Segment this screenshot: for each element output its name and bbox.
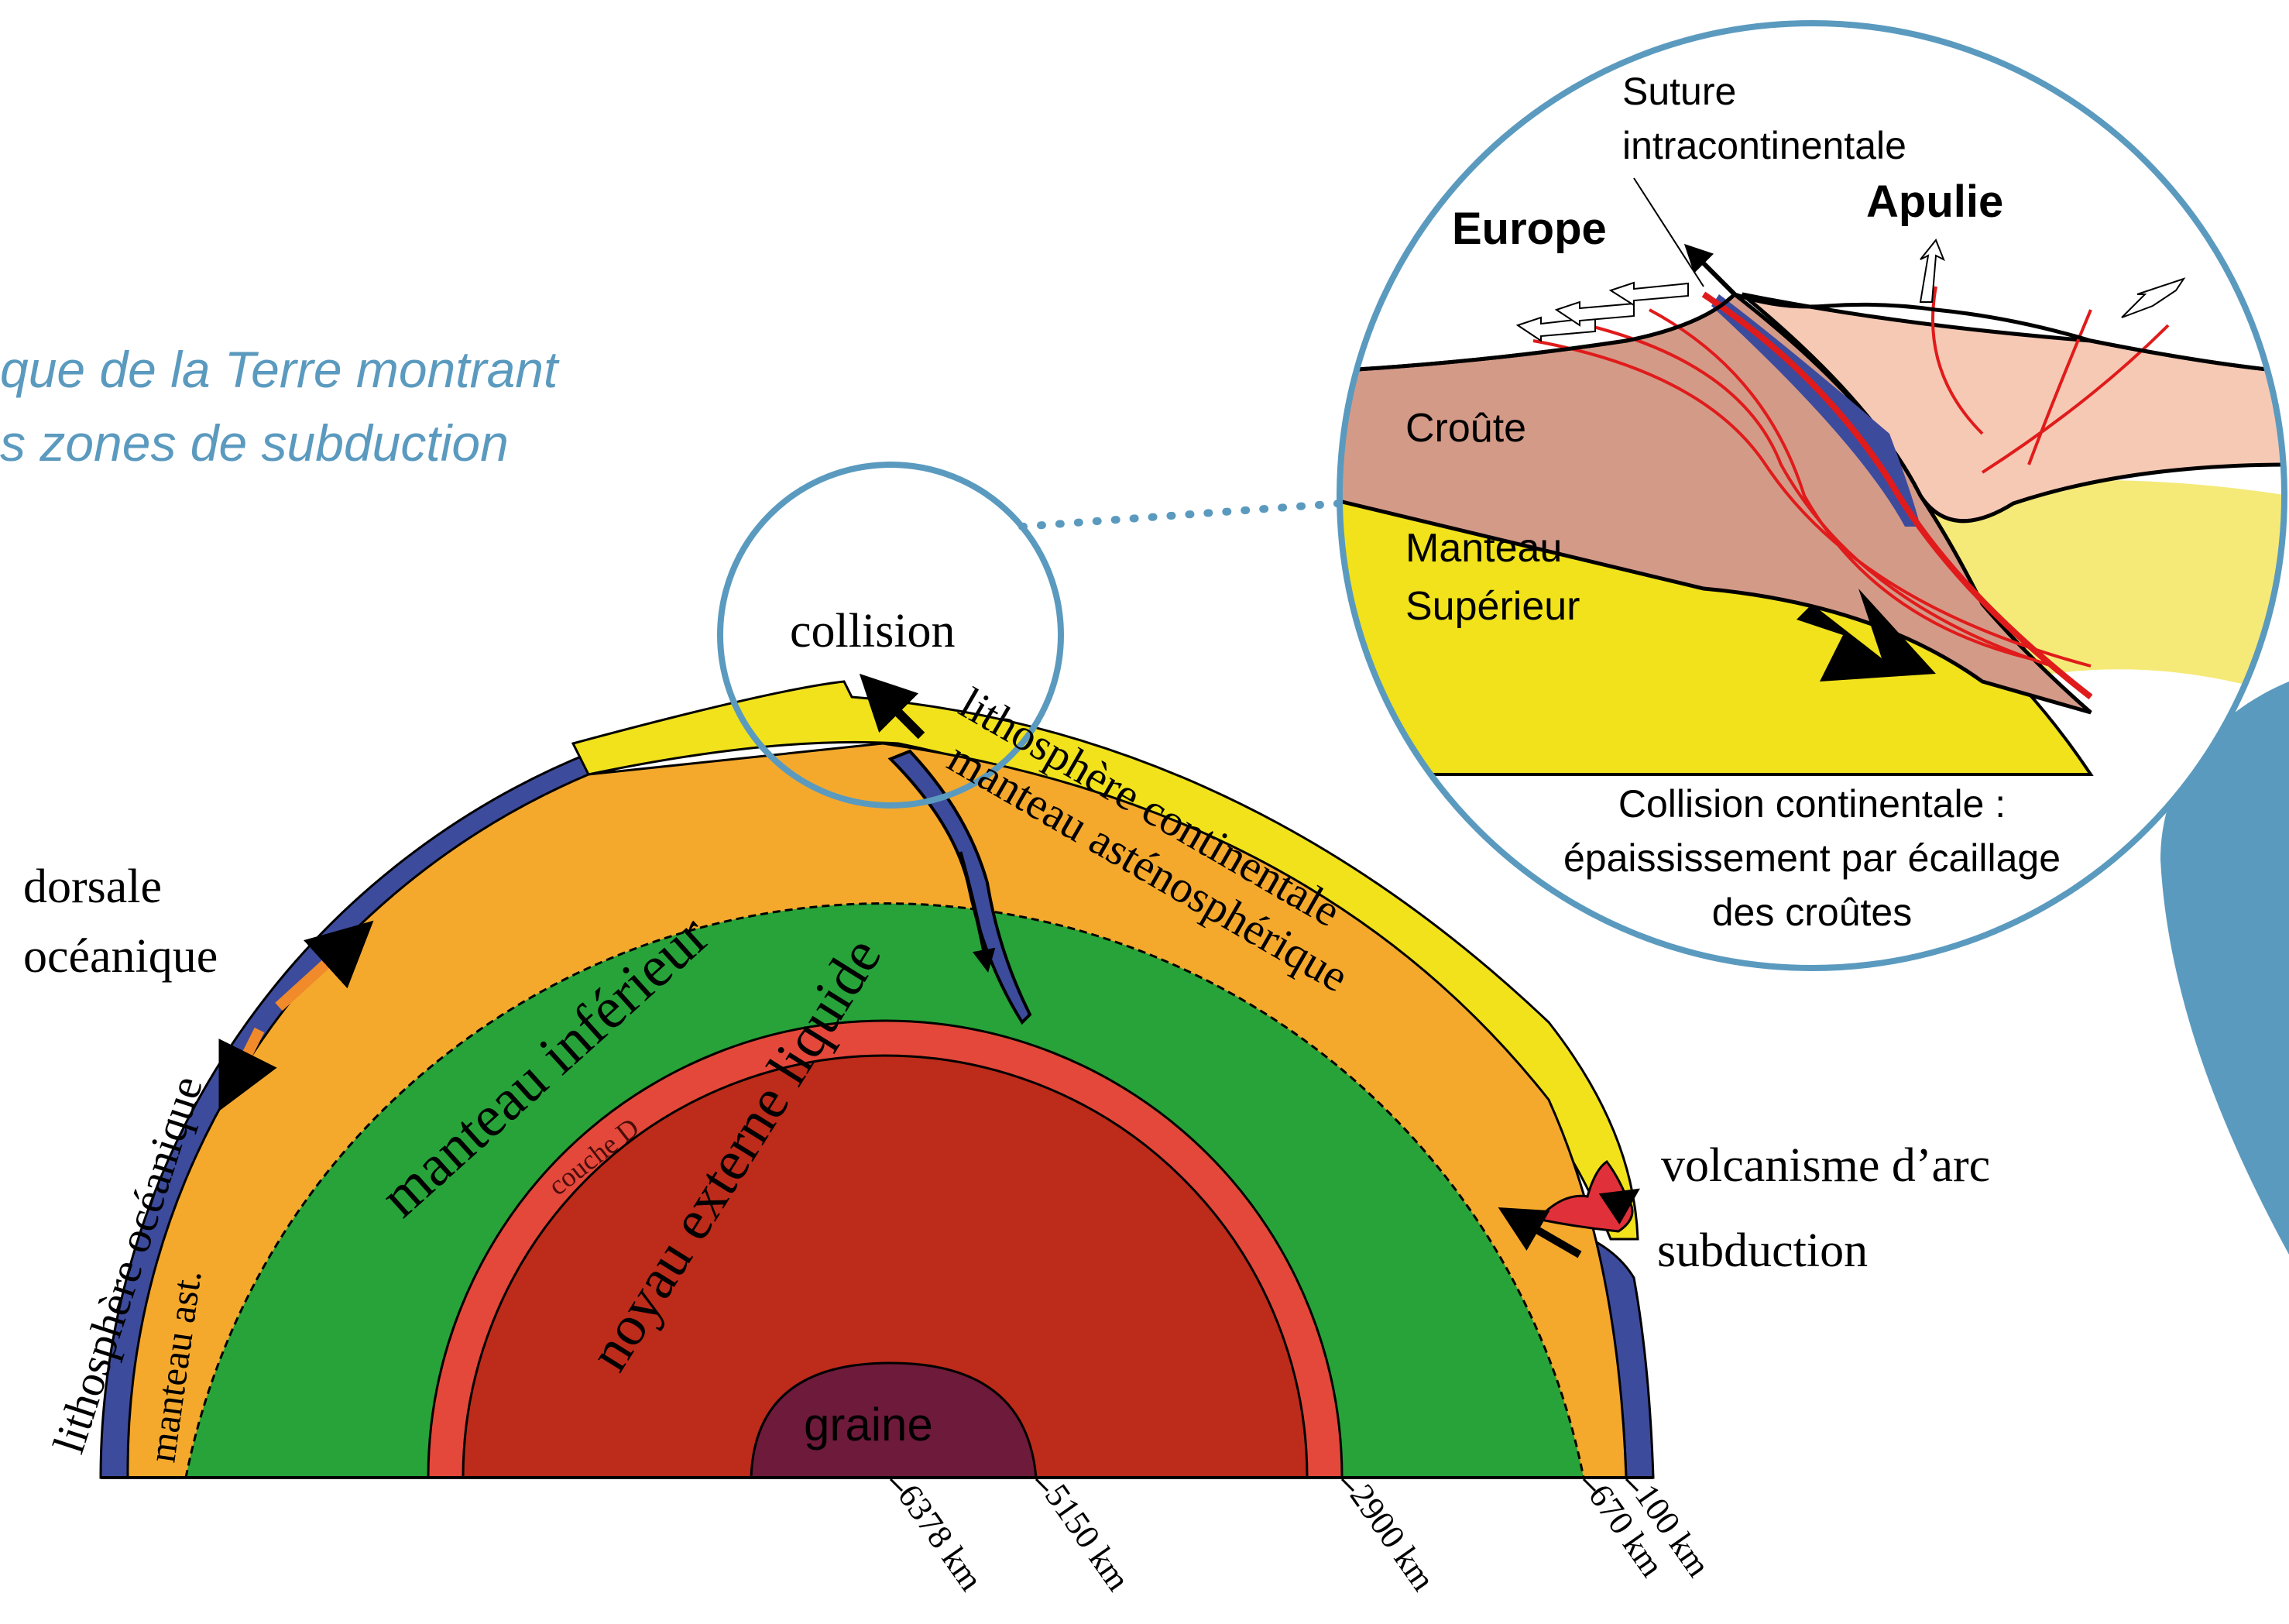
subduction-arrow (1498, 1207, 1582, 1258)
inset-surface-line (1340, 292, 2284, 374)
label-subduction: subduction (1657, 1224, 1868, 1277)
inset-label-europe: Europe (1452, 204, 1607, 254)
inset-suture-slab (1711, 294, 1920, 527)
label-dorsale-line1: dorsale (23, 860, 162, 913)
depth-5150: 5150 km (1038, 1478, 1138, 1598)
earth-cross-section (99, 673, 1655, 1479)
inner-core-layer (750, 1361, 1038, 1479)
label-graine: graine (804, 1399, 933, 1451)
ridge-arrow-down (218, 1027, 277, 1112)
inset-caption-line3: des croûtes (1712, 891, 1912, 934)
inset-big-arrow (1797, 589, 1936, 682)
collision-zoom-circle (717, 462, 1064, 809)
depth-2900: 2900 km (1343, 1478, 1443, 1598)
inset-suture-line2: intracontinentale (1622, 124, 1906, 167)
collision-arrow (859, 673, 925, 740)
inset-suture-line1: Suture (1622, 70, 1736, 113)
depth-6378: 6378 km (891, 1478, 990, 1598)
volcanism-arrow (1598, 1188, 1640, 1225)
inset-fault-lines (1532, 286, 2170, 700)
outer-core-layer (462, 1054, 1309, 1479)
inset-border-circle (1337, 20, 2287, 971)
slab-arrow (958, 851, 996, 973)
label-volcanisme: volcanisme d’arc (1661, 1139, 1990, 1192)
inset-thrust-arrows (1515, 239, 2186, 342)
ridge-arrow-up (275, 920, 374, 1011)
title-fragment-line1: que de la Terre montrant (0, 341, 560, 398)
inset-europe-arrow (1683, 243, 1737, 297)
inset-label-manteau-line1: Manteau (1405, 526, 1562, 571)
collision-inset (1337, 20, 2287, 971)
inset-caption-line2: épaississement par écaillage (1563, 836, 2061, 880)
title-fragment-line2: s zones de subduction (0, 414, 509, 472)
zoom-connector-dotted (1018, 500, 1344, 530)
inset-caption-line1: Collision continentale : (1618, 782, 2006, 826)
depth-tick-marks (889, 1478, 1639, 1492)
background-blue-disc (2160, 682, 2289, 1255)
inset-label-apulie: Apulie (1866, 177, 2003, 227)
label-collision: collision (790, 605, 956, 657)
inset-label-croute: Croûte (1405, 406, 1526, 451)
label-dorsale-line2: océanique (23, 930, 218, 983)
suture-pointer-line (1633, 177, 1704, 287)
inset-label-manteau-line2: Supérieur (1405, 584, 1580, 629)
